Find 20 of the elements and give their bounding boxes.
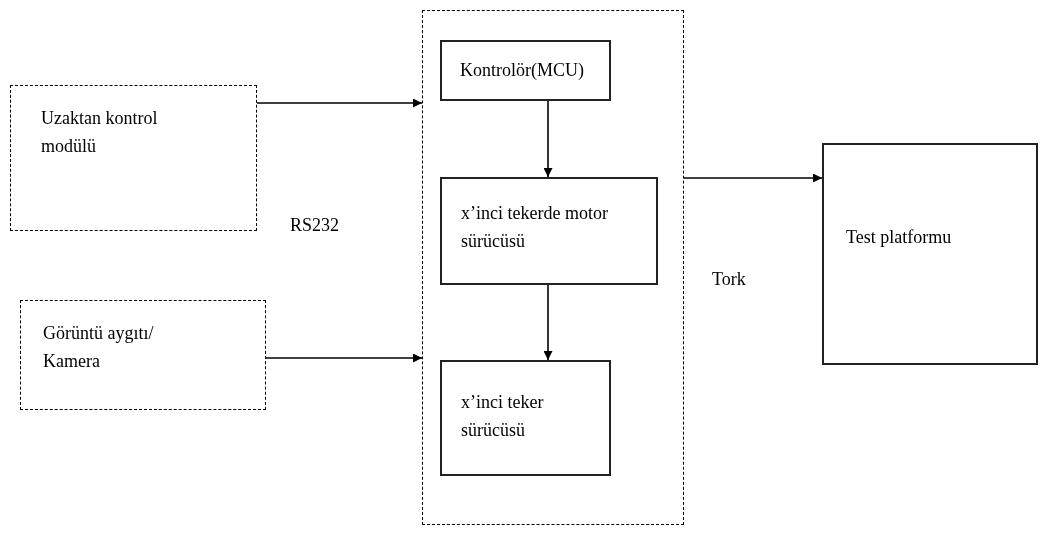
arrow <box>256 98 423 108</box>
node-text: x’inci tekerde motor sürücüsü <box>461 202 609 253</box>
signal-label: Tork <box>712 268 746 291</box>
arrow <box>265 353 423 363</box>
node-text: Uzaktan kontrol modülü <box>41 107 159 158</box>
process-box <box>440 177 658 285</box>
process-box <box>440 40 611 101</box>
arrow <box>543 284 553 361</box>
node-text: Kontrolör(MCU) <box>460 59 585 82</box>
signal-label: RS232 <box>290 214 340 237</box>
module-box <box>20 300 266 410</box>
node-text: Görüntü aygıtı/ Kamera <box>43 322 155 373</box>
node-text: Test platformu <box>846 226 953 249</box>
module-box <box>10 85 257 231</box>
process-box <box>822 143 1038 365</box>
process-box <box>440 360 611 476</box>
arrow <box>683 173 823 183</box>
node-text: x’inci teker sürücüsü <box>461 391 545 442</box>
arrow <box>543 100 553 178</box>
group-frame <box>422 10 684 525</box>
